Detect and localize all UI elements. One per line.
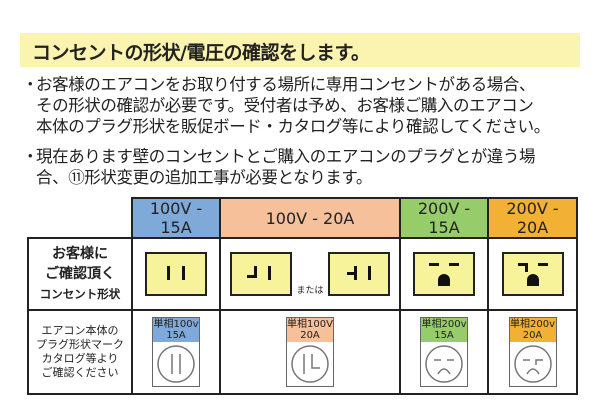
- socket-100v-20a-t-icon: [327, 252, 390, 296]
- col-100v-15a: 100V - 15A: [131, 197, 221, 239]
- socket-100v-15a-icon: [145, 252, 207, 296]
- corner-cell: [28, 198, 133, 239]
- row-label-plug-mark: エアコン本体の プラグ形状マーク カタログ等より ご確認ください: [27, 309, 133, 395]
- or-label: または: [296, 286, 324, 296]
- page-title: コンセントの形状/電圧の確認をします。: [32, 42, 370, 64]
- plug-100v-15a-icon: [157, 345, 195, 383]
- socket-100v-20a-l-icon: [230, 252, 293, 296]
- bullet-2: ・ 現在あります壁のコンセントとご購入のエアコンのプラグとが違う場 合、⑪形状変…: [22, 147, 536, 187]
- row-label-outlet: お客様に ご確認頂く コンセント形状: [27, 237, 133, 311]
- col-200v-20a: 200V - 20A: [487, 197, 578, 239]
- col-200v-15a: 200V - 15A: [399, 197, 489, 239]
- socket-200v-20a-cell: [487, 237, 578, 311]
- plug-200v-15a-icon: [425, 345, 463, 383]
- socket-200v-20a-icon: [501, 252, 564, 296]
- socket-200v-15a-cell: [399, 237, 489, 311]
- title-bar: コンセントの形状/電圧の確認をします。: [20, 33, 580, 67]
- socket-200v-15a-icon: [413, 252, 475, 296]
- plug-100v-20a-icon: [291, 345, 329, 383]
- socket-100v-20a-cell: または: [219, 237, 401, 311]
- col-100v-20a: 100V - 20A: [219, 197, 401, 239]
- plug-200v-20a-icon: [513, 345, 552, 383]
- outlet-table: 100V - 15A 100V - 20A 200V - 15A 200V - …: [27, 197, 578, 395]
- socket-100v-15a-cell: [131, 237, 221, 311]
- bullet-1: ・ お客様のエアコンをお取り付する場所に専用コンセントがある場合、 その形状の確…: [22, 75, 550, 136]
